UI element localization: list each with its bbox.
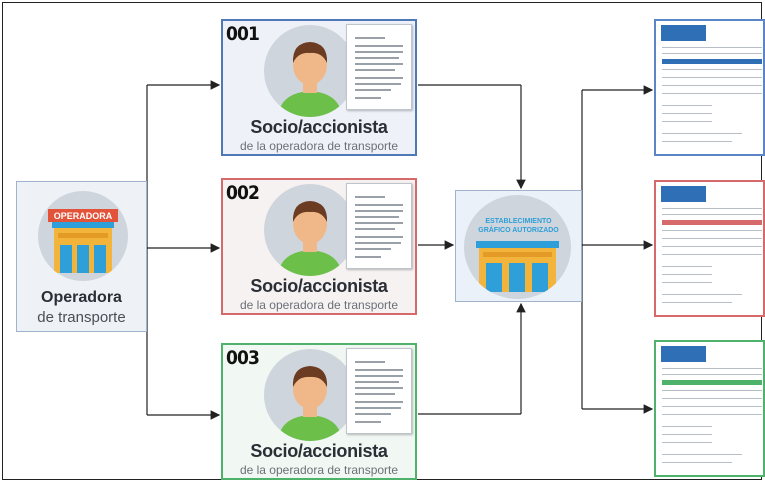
socio-node-003: 003 Socio/accionista de la operadora de … (221, 343, 417, 480)
socio-number: 001 (226, 23, 260, 45)
socio-title: Socio/accionista (250, 276, 388, 296)
establecimiento-line1: ESTABLECIMIENTO (485, 218, 552, 225)
socio-number: 002 (226, 182, 260, 204)
establecimiento-node: ESTABLECIMIENTO GRÁFICO AUTORIZADO (455, 190, 582, 302)
invoice-header-logo (661, 346, 706, 362)
socio-title: Socio/accionista (250, 117, 388, 137)
socio-subtitle: de la operadora de transporte (239, 463, 399, 477)
operadora-subtitle: de transporte (37, 309, 126, 326)
operadora-title: Operadora (41, 289, 122, 306)
document-icon (346, 24, 412, 110)
invoice-document-2 (654, 180, 765, 317)
print-shop-building-icon (464, 195, 571, 299)
document-icon (346, 183, 412, 269)
person-avatar-icon (264, 349, 356, 441)
socio-node-002: 002 Socio/accionista de la operadora de … (221, 178, 417, 315)
socio-title: Socio/accionista (250, 441, 388, 461)
socio-subtitle: de la operadora de transporte (239, 298, 399, 312)
operadora-node: OPERADORA Operadora de transporte (16, 181, 147, 332)
invoice-header-logo (661, 25, 706, 41)
operadora-building-icon: OPERADORA (38, 191, 128, 281)
person-avatar-icon (264, 184, 356, 276)
invoice-document-3 (654, 340, 765, 477)
document-icon (346, 348, 412, 434)
invoice-document-1 (654, 19, 765, 156)
socio-node-001: 001 Socio/accionista de la operadora de … (221, 19, 417, 156)
establecimiento-line2: GRÁFICO AUTORIZADO (478, 227, 559, 234)
operadora-badge: OPERADORA (54, 211, 113, 221)
socio-number: 003 (226, 347, 260, 369)
person-avatar-icon (264, 25, 356, 117)
invoice-header-logo (661, 186, 706, 202)
socio-subtitle: de la operadora de transporte (239, 139, 399, 153)
